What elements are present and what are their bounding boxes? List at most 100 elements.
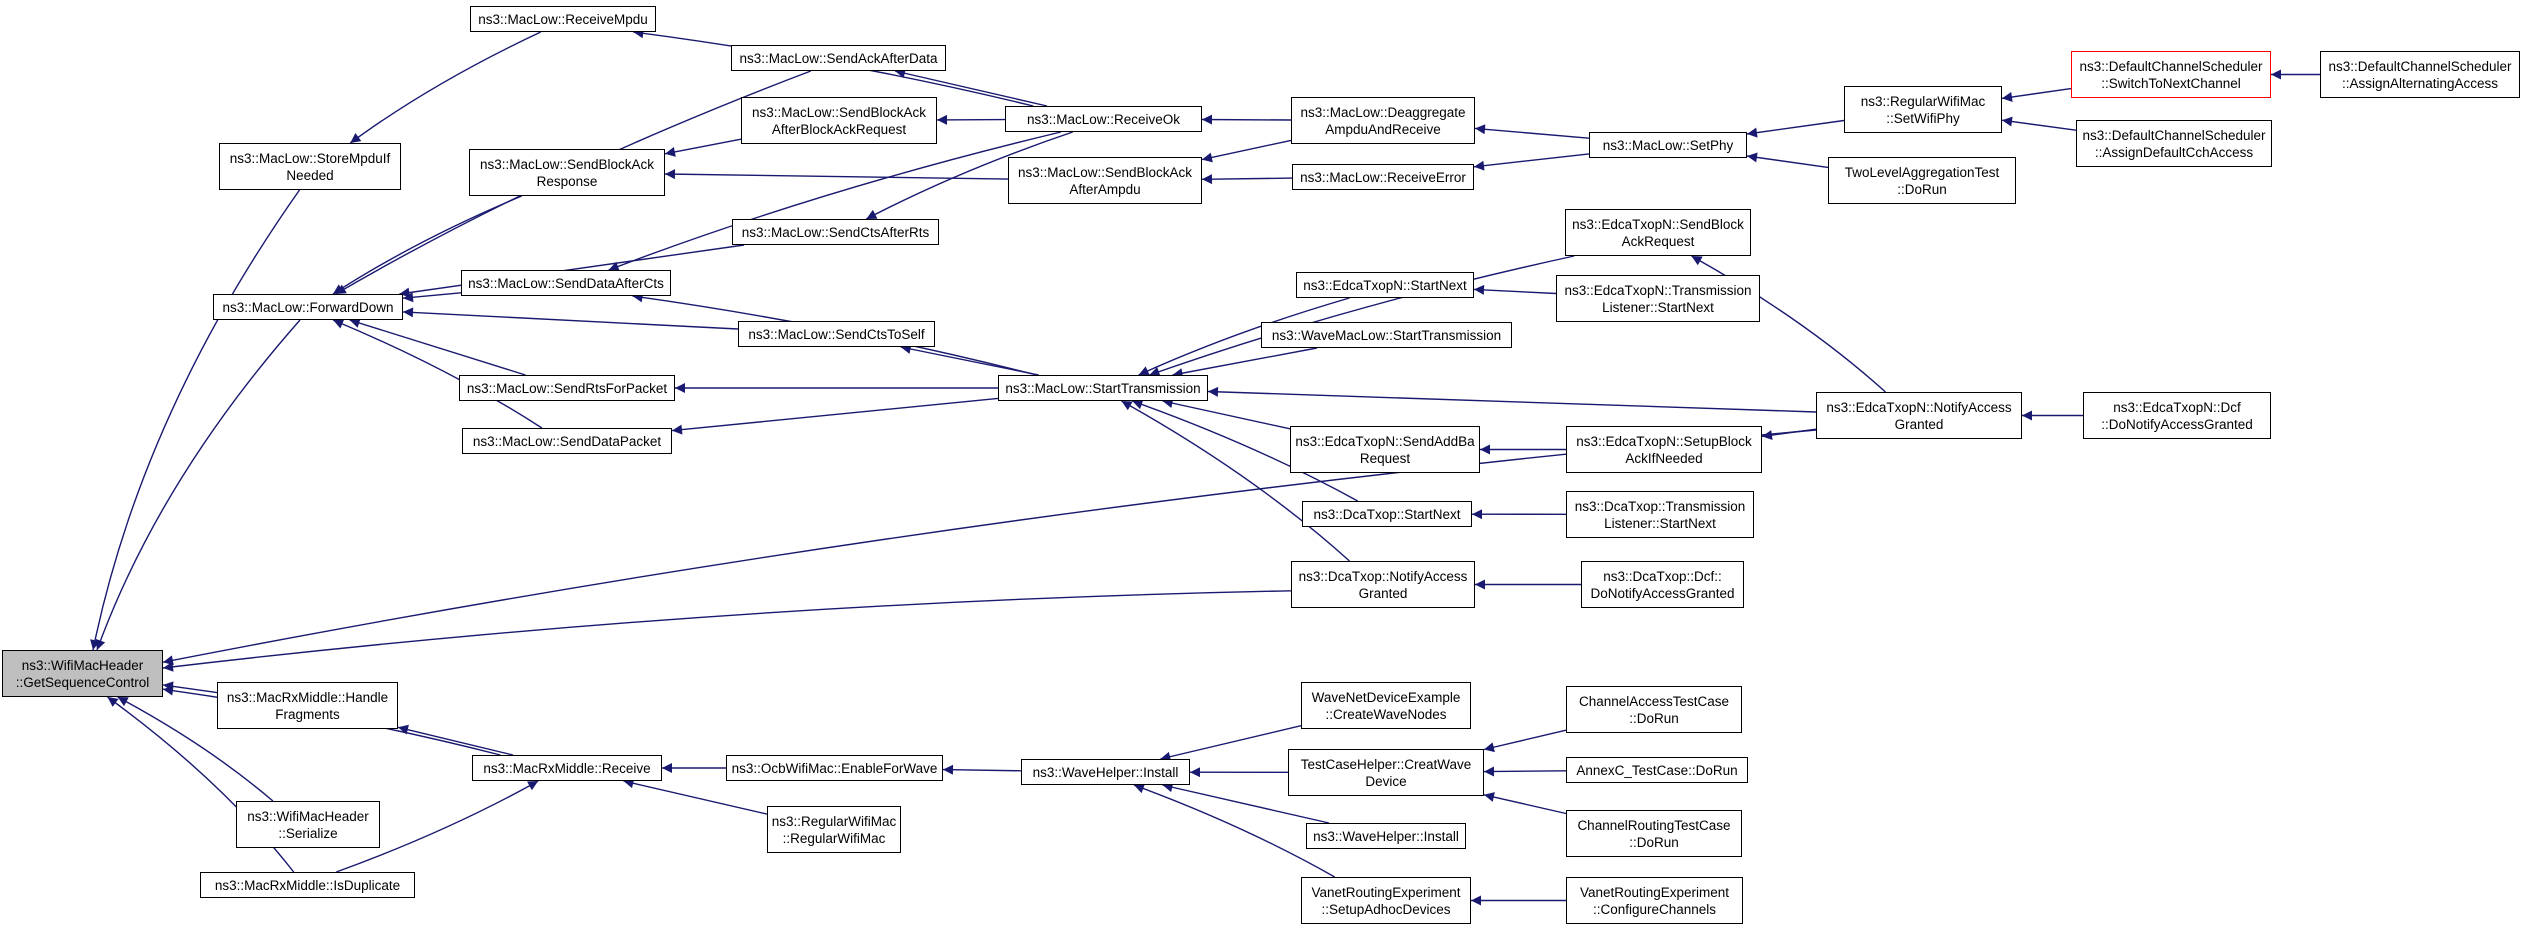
graph-node-isduplicate[interactable]: ns3::MacRxMiddle::IsDuplicate xyxy=(200,872,415,898)
graph-node-rxreceive[interactable]: ns3::MacRxMiddle::Receive xyxy=(472,755,662,781)
graph-edge-edcanotify-to-root xyxy=(162,429,1817,666)
graph-edge-edcasendblockackreq-to-starttransmission xyxy=(1149,255,1575,377)
graph-node-label: ns3::EdcaTxopN::SendAddBa xyxy=(1295,433,1475,449)
graph-node-label: ns3::MacLow::ReceiveOk xyxy=(1026,111,1181,127)
graph-node-wavehelperinstall2[interactable]: ns3::WaveHelper::Install xyxy=(1306,823,1466,849)
graph-node-label: Fragments xyxy=(275,706,340,722)
graph-node-wavemaclow[interactable]: ns3::WaveMacLow::StartTransmission xyxy=(1261,322,1512,348)
graph-node-edcadcf[interactable]: ns3::EdcaTxopN::Dcf::DoNotifyAccessGrant… xyxy=(2083,392,2271,439)
graph-edge-deaggregate-to-receiveok xyxy=(1201,114,1292,125)
graph-edge-regularsetwifiphy-to-setphy xyxy=(1746,119,1845,138)
graph-edge-receiveerror-to-sendblockackafterampdu xyxy=(1201,174,1293,185)
graph-edge-isduplicate-to-root xyxy=(107,696,295,873)
graph-node-channelaccess[interactable]: ChannelAccessTestCase::DoRun xyxy=(1566,686,1742,733)
graph-node-label: ns3::EdcaTxopN::Dcf xyxy=(2113,399,2241,415)
graph-edge-senddatapacket-to-forwarddown xyxy=(332,319,543,429)
graph-node-ocbenable[interactable]: ns3::OcbWifiMac::EnableForWave xyxy=(726,755,943,781)
graph-edge-edcastartnext-to-starttransmission xyxy=(1138,297,1350,376)
graph-node-label: ns3::MacLow::Deaggregate xyxy=(1300,104,1466,120)
graph-node-channelrouting[interactable]: ChannelRoutingTestCase::DoRun xyxy=(1566,810,1742,857)
graph-node-label: ns3::RegularWifiMac xyxy=(771,813,897,829)
graph-node-wavehelperinstall[interactable]: ns3::WaveHelper::Install xyxy=(1021,759,1190,785)
graph-node-switchtonext[interactable]: ns3::DefaultChannelScheduler::SwitchToNe… xyxy=(2071,51,2271,98)
graph-node-annexc[interactable]: AnnexC_TestCase::DoRun xyxy=(1566,757,1748,783)
graph-edge-channelaccess-to-testcasehelper xyxy=(1483,729,1567,753)
graph-edge-edcasendaddba-to-starttransmission xyxy=(1162,398,1291,430)
graph-edge-assigndefaultcch-to-regularsetwifiphy xyxy=(2001,116,2077,131)
graph-node-label: ::DoRun xyxy=(1897,181,1947,197)
graph-node-label: AnnexC_TestCase::DoRun xyxy=(1576,762,1738,778)
graph-node-setphy[interactable]: ns3::MacLow::SetPhy xyxy=(1589,132,1747,158)
graph-node-label: AfterAmpdu xyxy=(1069,181,1141,197)
graph-edge-rxreceive-to-handlefragments xyxy=(397,724,514,756)
graph-node-wavenetdevice[interactable]: WaveNetDeviceExample::CreateWaveNodes xyxy=(1301,682,1471,729)
graph-node-label: ::DoNotifyAccessGranted xyxy=(2101,416,2253,432)
graph-node-regularwifimac[interactable]: ns3::RegularWifiMac::RegularWifiMac xyxy=(767,806,901,853)
graph-node-label: WaveNetDeviceExample xyxy=(1311,689,1461,705)
graph-edge-edcanotify-to-edcasendblockackreq xyxy=(1691,255,1886,393)
graph-node-senddatapacket[interactable]: ns3::MacLow::SendDataPacket xyxy=(462,428,672,454)
graph-node-label: DoNotifyAccessGranted xyxy=(1590,585,1735,601)
graph-edge-serialize-to-root xyxy=(117,696,274,802)
graph-node-senddataaftercts[interactable]: ns3::MacLow::SendDataAfterCts xyxy=(461,270,671,296)
graph-node-label: ns3::WaveHelper::Install xyxy=(1032,764,1179,780)
graph-node-dcastartnext[interactable]: ns3::DcaTxop::StartNext xyxy=(1302,501,1472,527)
graph-node-receivempdu[interactable]: ns3::MacLow::ReceiveMpdu xyxy=(470,6,656,32)
graph-node-twolevelaggr[interactable]: TwoLevelAggregationTest::DoRun xyxy=(1828,157,2016,204)
graph-node-receiveok[interactable]: ns3::MacLow::ReceiveOk xyxy=(1005,106,1202,132)
graph-node-label: Needed xyxy=(286,167,334,183)
graph-node-starttransmission[interactable]: ns3::MacLow::StartTransmission xyxy=(998,375,1208,401)
graph-node-label: ns3::EdcaTxopN::StartNext xyxy=(1303,277,1467,293)
graph-edge-storempdu-to-root xyxy=(90,189,301,651)
graph-node-label: AckRequest xyxy=(1621,233,1695,249)
graph-node-label: ChannelRoutingTestCase xyxy=(1577,817,1731,833)
graph-node-vanetsetup[interactable]: VanetRoutingExperiment::SetupAdhocDevice… xyxy=(1301,877,1471,924)
graph-node-sendrtsforpacket[interactable]: ns3::MacLow::SendRtsForPacket xyxy=(459,375,675,401)
graph-edge-handlefragments-to-root xyxy=(162,681,218,694)
graph-node-sendctstoself[interactable]: ns3::MacLow::SendCtsToSelf xyxy=(738,321,935,347)
graph-node-label: ns3::MacLow::ForwardDown xyxy=(222,299,394,315)
graph-node-root: ns3::WifiMacHeader::GetSequenceControl xyxy=(2,650,163,697)
graph-node-dcadcf[interactable]: ns3::DcaTxop::Dcf::DoNotifyAccessGranted xyxy=(1581,561,1744,608)
graph-edge-forwarddown-to-root xyxy=(95,319,301,651)
graph-node-forwarddown[interactable]: ns3::MacLow::ForwardDown xyxy=(213,294,403,320)
graph-node-serialize[interactable]: ns3::WifiMacHeader::Serialize xyxy=(236,801,380,848)
graph-node-label: TestCaseHelper::CreatWave xyxy=(1300,756,1472,772)
graph-node-label: ns3::MacLow::SendBlockAck xyxy=(1017,164,1193,180)
graph-node-assigndefaultcch[interactable]: ns3::DefaultChannelScheduler::AssignDefa… xyxy=(2076,120,2272,167)
graph-node-label: ns3::MacLow::ReceiveError xyxy=(1300,169,1466,185)
graph-edge-dcanotify-to-root xyxy=(162,590,1292,672)
graph-node-sendackafterdata[interactable]: ns3::MacLow::SendAckAfterData xyxy=(731,45,946,71)
graph-node-edcastartnext[interactable]: ns3::EdcaTxopN::StartNext xyxy=(1296,272,1474,298)
graph-edge-regularwifimac-to-rxreceive xyxy=(623,778,768,815)
graph-node-vanetconfigure[interactable]: VanetRoutingExperiment::ConfigureChannel… xyxy=(1566,877,1743,924)
graph-node-label: ns3::MacLow::SendCtsAfterRts xyxy=(741,224,930,240)
graph-node-assignalternating[interactable]: ns3::DefaultChannelScheduler::AssignAlte… xyxy=(2320,51,2520,98)
graph-node-label: ns3::DefaultChannelScheduler xyxy=(2328,58,2512,74)
graph-node-regularsetwifiphy[interactable]: ns3::RegularWifiMac::SetWifiPhy xyxy=(1844,86,2002,133)
graph-edge-setphy-to-receiveerror xyxy=(1473,153,1590,171)
graph-node-label: ::SwitchToNextChannel xyxy=(2101,75,2241,91)
graph-node-label: TwoLevelAggregationTest xyxy=(1844,164,2000,180)
graph-node-label: ns3::DcaTxop::Dcf:: xyxy=(1603,568,1722,584)
graph-node-receiveerror[interactable]: ns3::MacLow::ReceiveError xyxy=(1292,164,1474,190)
graph-node-label: ns3::RegularWifiMac xyxy=(1860,93,1986,109)
graph-node-sendctsafterrts[interactable]: ns3::MacLow::SendCtsAfterRts xyxy=(732,219,939,245)
graph-node-label: ChannelAccessTestCase xyxy=(1578,693,1730,709)
graph-node-label: ::ConfigureChannels xyxy=(1592,901,1717,917)
